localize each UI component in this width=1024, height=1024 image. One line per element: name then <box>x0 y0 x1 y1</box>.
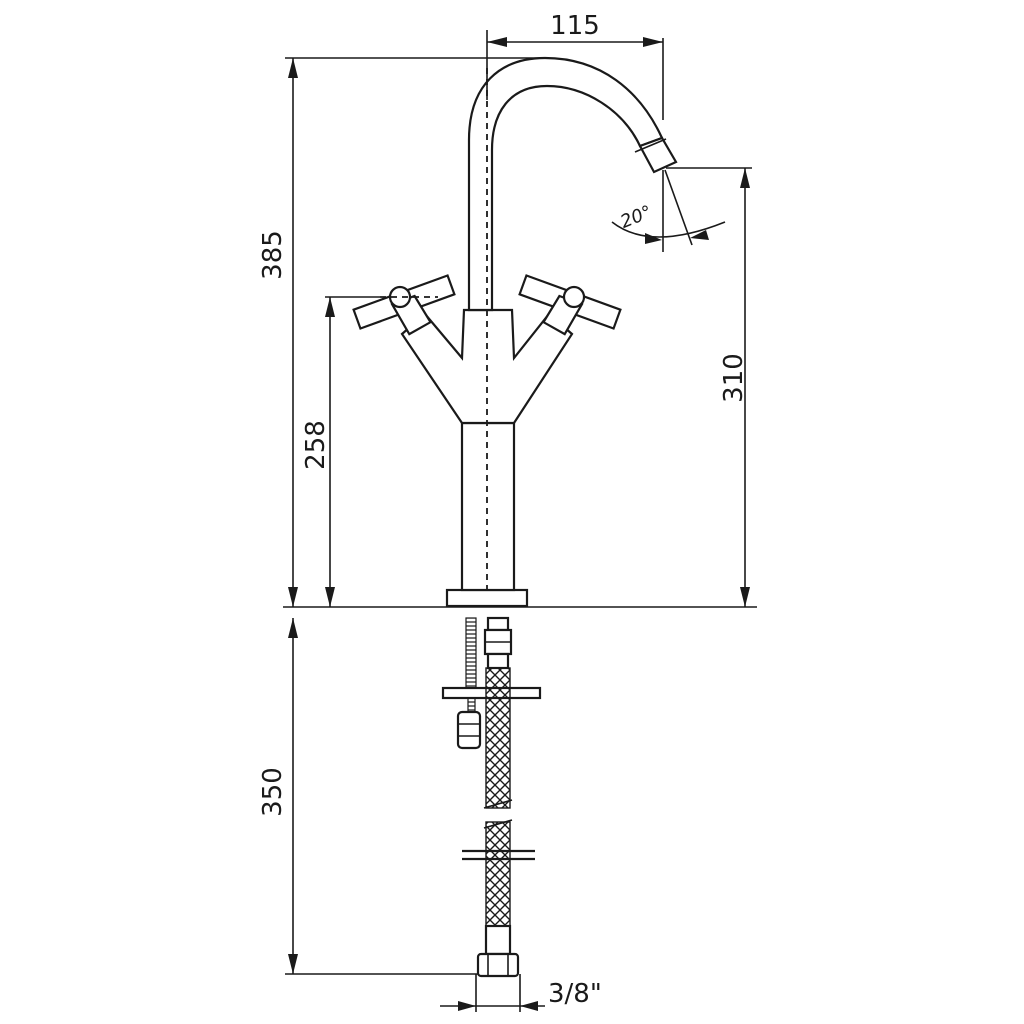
swivel-angle-label: 20° <box>618 202 655 233</box>
dimension-hose-length: 350 <box>258 618 478 975</box>
faucet-body <box>400 56 678 608</box>
lock-nut <box>456 710 482 750</box>
dimension-connector-size: 3/8" <box>440 974 602 1012</box>
dimension-handle-height: 258 <box>301 296 438 607</box>
hose-length-label: 350 <box>258 767 288 817</box>
spout <box>467 56 664 312</box>
dimension-swivel-angle: 20° <box>611 169 726 252</box>
braided-hose-upper <box>485 667 511 809</box>
dimension-spout-height: 310 <box>666 167 752 607</box>
faucet-base-plate <box>445 588 529 608</box>
handle-height-label: 258 <box>301 420 331 470</box>
total-height-label: 385 <box>258 230 288 280</box>
connector-size-label: 3/8" <box>548 979 602 1009</box>
spout-height-label: 310 <box>719 353 749 403</box>
spout-reach-label: 115 <box>550 11 600 41</box>
dimension-total-height: 385 <box>258 57 545 607</box>
right-cross-handle <box>518 274 622 336</box>
supply-hoses <box>441 616 542 978</box>
faucet-column <box>460 421 516 592</box>
connector-nut <box>476 952 520 978</box>
dimension-spout-reach: 115 <box>486 11 664 120</box>
left-cross-handle <box>352 274 456 336</box>
threaded-rod <box>465 617 477 691</box>
braided-hose-lower <box>485 821 511 927</box>
